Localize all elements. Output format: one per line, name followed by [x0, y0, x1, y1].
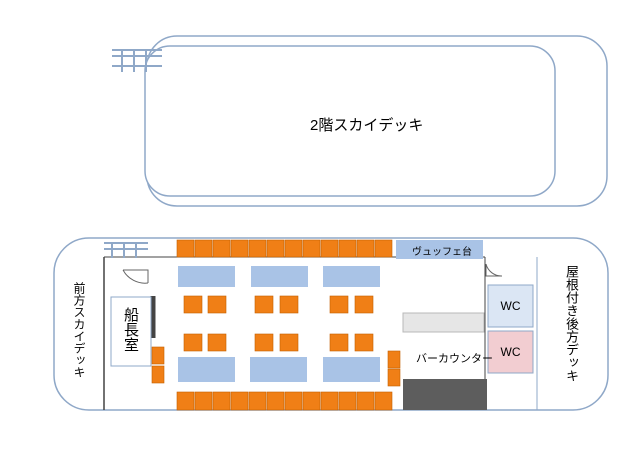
- chair: [374, 239, 393, 258]
- lower-deck-stairs: [104, 242, 148, 258]
- chair: [329, 333, 349, 352]
- chair: [354, 333, 374, 352]
- chairs: [151, 239, 401, 411]
- chair: [338, 391, 357, 411]
- chair: [279, 295, 299, 314]
- chair: [356, 239, 375, 258]
- chair: [374, 391, 393, 411]
- table: [251, 266, 308, 287]
- door-rear: [485, 263, 503, 277]
- chair: [176, 391, 195, 411]
- wc-room: [487, 284, 534, 328]
- chair: [194, 391, 213, 411]
- chair: [387, 350, 401, 369]
- rear-deck-label: 屋根付き後方デッキ: [564, 265, 579, 382]
- chair: [284, 391, 303, 411]
- captain-room-label: 船長室: [122, 307, 139, 352]
- bar-counter: [403, 379, 487, 410]
- chair: [212, 239, 231, 258]
- chair: [387, 368, 401, 387]
- captain-room: [110, 296, 152, 367]
- chair: [230, 239, 249, 258]
- chair: [320, 391, 339, 411]
- chair: [354, 295, 374, 314]
- chair: [248, 391, 267, 411]
- bar-counter-label: バーカウンター: [416, 353, 493, 365]
- chair: [338, 239, 357, 258]
- chair: [183, 295, 203, 314]
- upper-deck-label: 2階スカイデッキ: [310, 117, 424, 134]
- wc-label-bottom: WC: [500, 345, 521, 359]
- chair: [266, 239, 285, 258]
- chair: [279, 333, 299, 352]
- table: [323, 357, 380, 382]
- chair: [320, 239, 339, 258]
- dining-tables: [178, 266, 380, 382]
- chair: [302, 391, 321, 411]
- wc-label-top: WC: [500, 299, 521, 313]
- door-front: [122, 269, 149, 284]
- chair: [176, 239, 195, 258]
- chair: [248, 239, 267, 258]
- front-deck-label: 前方スカイデッキ: [72, 282, 86, 378]
- chair: [302, 239, 321, 258]
- chair: [254, 333, 274, 352]
- wc-room: [487, 330, 534, 374]
- chair: [207, 295, 227, 314]
- chair: [151, 346, 165, 365]
- chair: [329, 295, 349, 314]
- chair: [230, 391, 249, 411]
- chair: [266, 391, 285, 411]
- upper-deck-inner-hull: [144, 45, 556, 197]
- buffet-table: [396, 240, 483, 259]
- chair: [183, 333, 203, 352]
- table: [178, 266, 235, 287]
- chair: [194, 239, 213, 258]
- table: [250, 357, 307, 382]
- upper-deck-stairs: [112, 49, 162, 72]
- chair: [151, 365, 165, 384]
- chair: [284, 239, 303, 258]
- upper-deck: [112, 35, 608, 207]
- chair: [212, 391, 231, 411]
- side-counter: [402, 312, 485, 333]
- chair: [207, 333, 227, 352]
- chair: [356, 391, 375, 411]
- table: [178, 357, 235, 382]
- table: [323, 266, 380, 287]
- lower-deck: [53, 237, 609, 411]
- chair: [254, 295, 274, 314]
- buffet-label: ヴュッフェ台: [412, 247, 472, 258]
